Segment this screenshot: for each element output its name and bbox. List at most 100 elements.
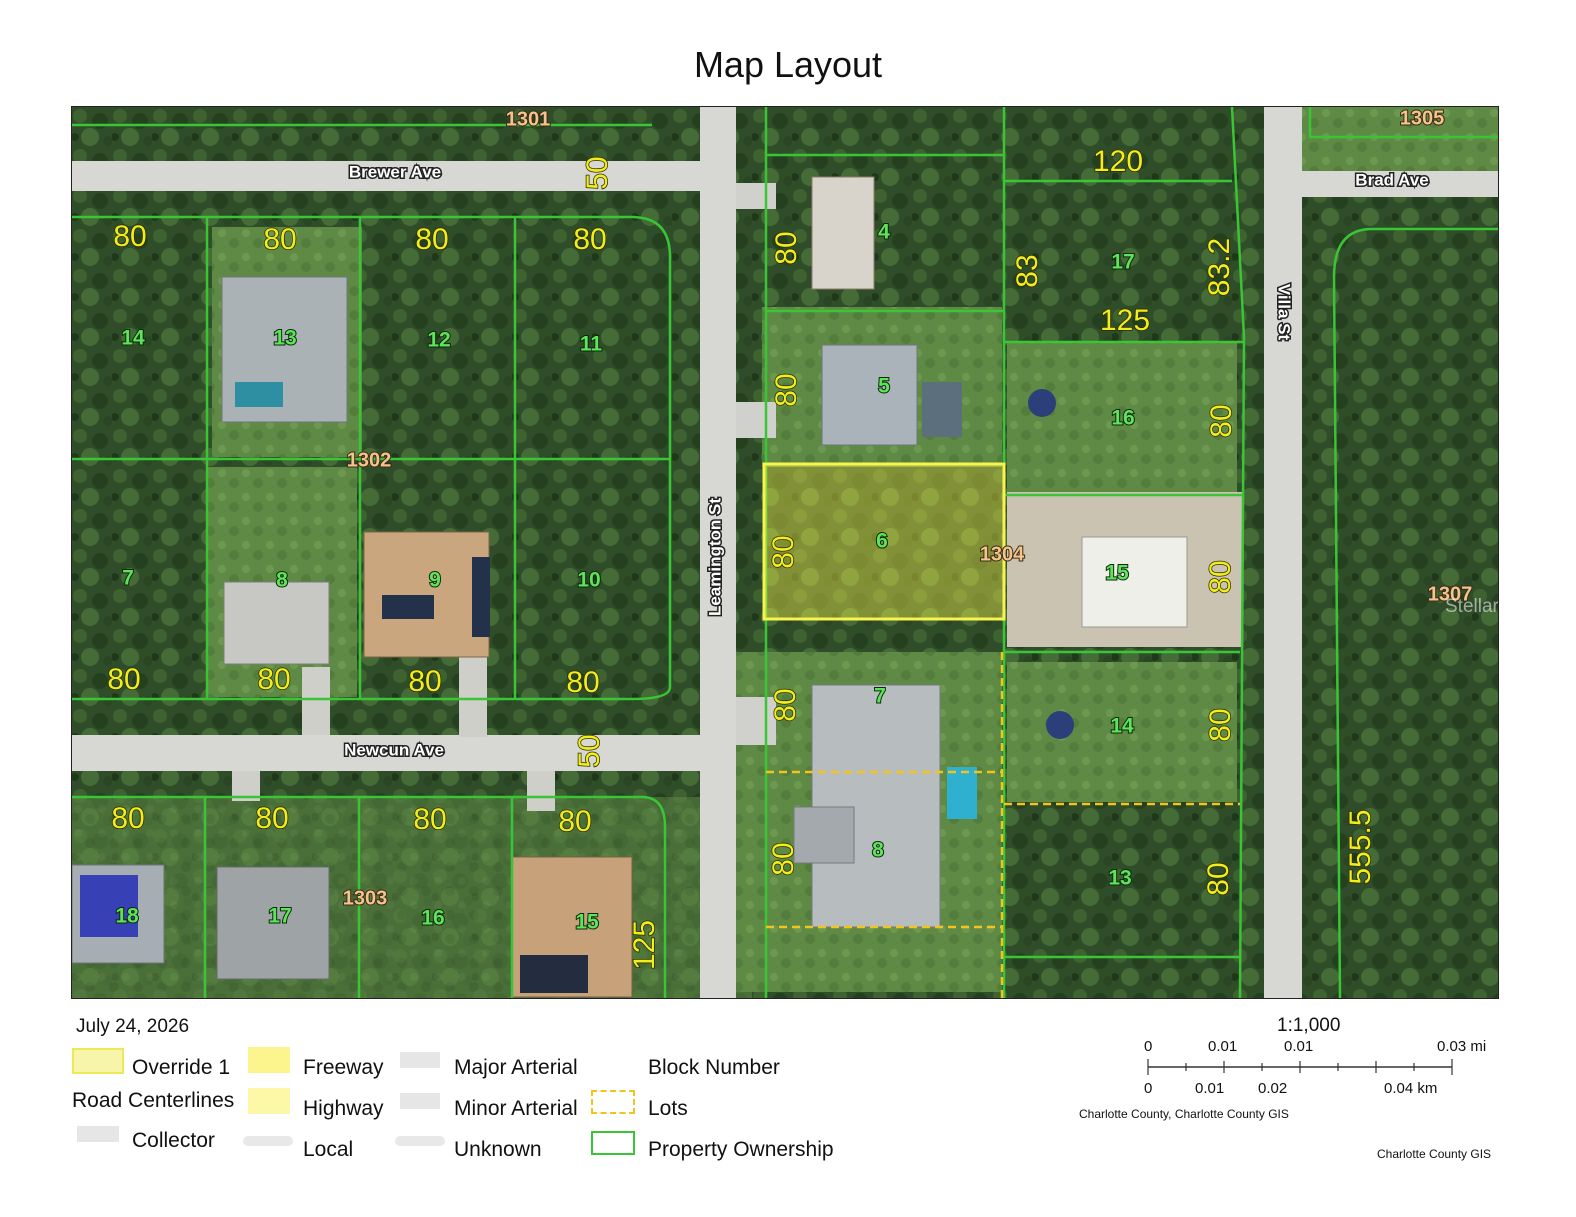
lot-number-label: 11 bbox=[580, 333, 603, 356]
block-label-1302: 1302 bbox=[347, 449, 392, 471]
dimension-label: 50 bbox=[581, 156, 614, 189]
lot-number-label: 9 bbox=[429, 569, 441, 592]
driveway bbox=[736, 402, 776, 438]
major-arterial-swatch bbox=[400, 1052, 440, 1068]
street-label-villa-st: Villa St bbox=[1275, 284, 1294, 341]
dimension-label: 80 bbox=[257, 663, 290, 696]
scale-mi-tick-1: 0.01 bbox=[1208, 1038, 1238, 1055]
dimension-label: 120 bbox=[1093, 145, 1143, 178]
legend-major-arterial: Major Arterial bbox=[454, 1056, 578, 1079]
building-under-construction bbox=[1081, 536, 1188, 628]
street-label-brad-ave: Brad Ave bbox=[1355, 170, 1428, 189]
lot-number-label: 16 bbox=[1111, 407, 1134, 430]
dimension-label: 80 bbox=[415, 223, 448, 256]
legend-minor-arterial: Minor Arterial bbox=[454, 1097, 578, 1120]
lot-number-label: 14 bbox=[121, 327, 145, 350]
dimension-label: 80 bbox=[111, 802, 144, 835]
lot-number-label: 15 bbox=[1105, 562, 1129, 585]
dimension-label: 125 bbox=[628, 920, 661, 970]
watermark: StellarMLS bbox=[1445, 596, 1498, 617]
block-label-1305: 1305 bbox=[1400, 107, 1445, 129]
lawn bbox=[72, 797, 752, 998]
dimension-label: 80 bbox=[1204, 708, 1237, 741]
dimension-label: 83 bbox=[1011, 254, 1044, 287]
road-villa-st bbox=[1264, 107, 1302, 998]
lot-number-label: 7 bbox=[874, 685, 886, 708]
dimension-label: 80 bbox=[1202, 862, 1235, 895]
driveway bbox=[736, 697, 776, 745]
legend-property-ownership: Property Ownership bbox=[648, 1138, 834, 1161]
property-ownership-swatch bbox=[591, 1131, 635, 1155]
dimension-label: 80 bbox=[255, 802, 288, 835]
lots-swatch bbox=[591, 1090, 635, 1114]
scale-km-tick-1: 0.01 bbox=[1195, 1080, 1225, 1097]
block-label-1301: 1301 bbox=[506, 108, 551, 130]
legend-block-number: Block Number bbox=[648, 1056, 780, 1079]
lot-number-label: 16 bbox=[421, 907, 444, 930]
dimension-label: 80 bbox=[558, 805, 591, 838]
collector-swatch bbox=[77, 1126, 119, 1142]
dimension-label: 80 bbox=[1204, 560, 1237, 593]
lot-number-label: 13 bbox=[1108, 867, 1131, 890]
dimension-label: 80 bbox=[413, 803, 446, 836]
legend-local: Local bbox=[303, 1138, 354, 1161]
freeway-swatch bbox=[248, 1047, 290, 1073]
driveway bbox=[459, 652, 487, 737]
street-label-newcun-ave: Newcun Ave bbox=[344, 740, 444, 759]
scale-bar bbox=[1147, 1059, 1453, 1075]
lot-number-label: 18 bbox=[115, 905, 139, 928]
minor-arterial-swatch bbox=[400, 1093, 440, 1109]
lot-number-label: 7 bbox=[122, 567, 134, 590]
lot-number-label: 8 bbox=[872, 839, 884, 862]
legend-road-centerlines: Road Centerlines bbox=[72, 1089, 235, 1112]
legend-highway: Highway bbox=[303, 1097, 384, 1120]
houses bbox=[72, 176, 1074, 998]
highway-swatch bbox=[248, 1088, 290, 1114]
dimension-label: 80 bbox=[769, 688, 802, 721]
legend-freeway: Freeway bbox=[303, 1056, 384, 1079]
dimension-label: 80 bbox=[770, 373, 803, 406]
legend-lots: Lots bbox=[648, 1097, 688, 1120]
lawn bbox=[1302, 107, 1498, 172]
road-brewer-ave bbox=[72, 161, 722, 191]
block-label-1307: 1307 bbox=[1428, 583, 1473, 605]
dimension-label: 80 bbox=[566, 666, 599, 699]
road-leamington-st bbox=[700, 107, 736, 998]
dimension-label: 555.5 bbox=[1344, 809, 1377, 884]
legend-collector: Collector bbox=[132, 1129, 215, 1152]
lawn bbox=[1007, 662, 1237, 802]
map-date: July 24, 2026 bbox=[76, 1016, 190, 1037]
lot-number-label: 5 bbox=[878, 375, 890, 398]
subject-parcel-highlight[interactable] bbox=[762, 462, 1006, 621]
driveway bbox=[736, 183, 776, 209]
road-brad-ave bbox=[1302, 171, 1498, 197]
scale-mi-tick-0: 0 bbox=[1144, 1038, 1153, 1055]
scale-km-tick-2: 0.02 bbox=[1258, 1080, 1288, 1097]
driveway bbox=[527, 771, 555, 811]
legend-override: Override 1 bbox=[132, 1056, 231, 1079]
street-label-leamington-st: Leamington St bbox=[705, 498, 724, 616]
dimension-label: 80 bbox=[770, 231, 803, 264]
credit-scale: Charlotte County, Charlotte County GIS bbox=[1079, 1107, 1289, 1121]
override-swatch bbox=[72, 1048, 124, 1074]
dimension-label: 80 bbox=[767, 535, 800, 568]
lot-number-label: 6 bbox=[876, 530, 888, 553]
scale-mi-tick-2: 0.01 bbox=[1284, 1038, 1314, 1055]
lot-number-label: 15 bbox=[575, 911, 599, 934]
dimension-label: 83.2 bbox=[1203, 238, 1236, 296]
dimension-label: 125 bbox=[1100, 304, 1150, 337]
dimension-label: 80 bbox=[113, 220, 146, 253]
driveway bbox=[302, 667, 330, 735]
lawn bbox=[1007, 342, 1237, 492]
unknown-swatch bbox=[395, 1136, 445, 1146]
dimension-label: 50 bbox=[573, 734, 606, 767]
dimension-label: 80 bbox=[408, 665, 441, 698]
lot-number-label: 4 bbox=[878, 221, 890, 244]
lot-number-label: 8 bbox=[276, 569, 288, 592]
lot-number-label: 12 bbox=[427, 329, 450, 352]
lot-number-label: 17 bbox=[268, 905, 291, 928]
lot-lines bbox=[766, 652, 1240, 998]
local-swatch bbox=[243, 1136, 293, 1146]
